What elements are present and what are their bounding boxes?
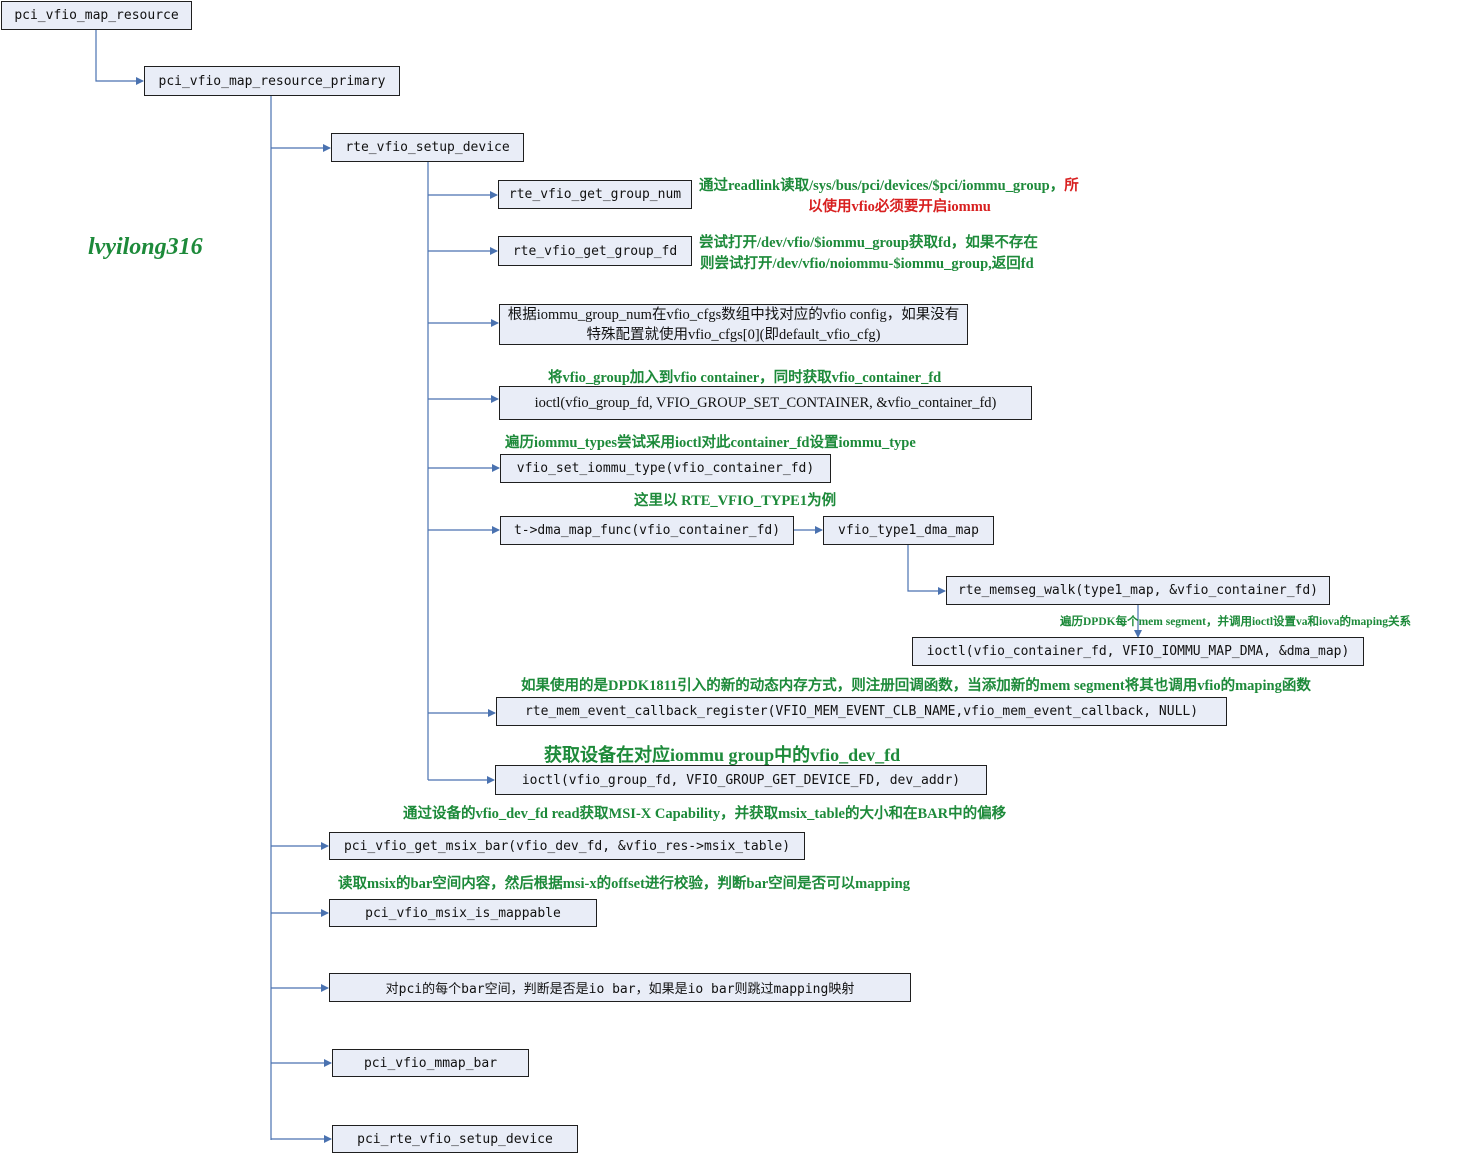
box-pci-rte-vfio-setup-device: pci_rte_vfio_setup_device	[332, 1125, 578, 1153]
note-group-fd-line1: 尝试打开/dev/vfio/$iommu_group获取fd，如果不存在	[699, 235, 1038, 251]
note-group-fd-line2: 则尝试打开/dev/vfio/noiommu-$iommu_group,返回fd	[700, 256, 1034, 272]
box-vfio-set-iommu-type: vfio_set_iommu_type(vfio_container_fd)	[500, 454, 831, 483]
box-ioctl-get-device-fd: ioctl(vfio_group_fd, VFIO_GROUP_GET_DEVI…	[495, 765, 987, 795]
box-pci-vfio-mmap-bar: pci_vfio_mmap_bar	[332, 1049, 529, 1077]
box-pci-vfio-msix-is-mappable: pci_vfio_msix_is_mappable	[329, 899, 597, 927]
box-ioctl-set-container: ioctl(vfio_group_fd, VFIO_GROUP_SET_CONT…	[499, 386, 1032, 420]
box-ioctl-iommu-map-dma: ioctl(vfio_container_fd, VFIO_IOMMU_MAP_…	[912, 637, 1364, 666]
note-group-num-line2: 以使用vfio必须要开启iommu	[808, 195, 991, 216]
note-mem-segment: 遍历DPDK每个mem segment，并调用ioctl设置va和iova的ma…	[1060, 616, 1412, 628]
note-group-num-line2-a: 以使用	[808, 199, 852, 215]
note-dynamic-memory: 如果使用的是DPDK1811引入的新的动态内存方式，则注册回调函数，当添加新的m…	[521, 678, 1311, 694]
note-type1-example: 这里以 RTE_VFIO_TYPE1为例	[634, 493, 837, 509]
note-msix-check: 读取msix的bar空间内容，然后根据msi-x的offset进行校验，判断ba…	[338, 876, 910, 892]
box-find-vfio-config: 根据iommu_group_num在vfio_cfgs数组中找对应的vfio c…	[499, 304, 968, 345]
note-group-num-line1: 通过readlink读取/sys/bus/pci/devices/$pci/io…	[699, 174, 1079, 195]
note-container: 将vfio_group加入到vfio container，同时获取vfio_co…	[548, 370, 942, 386]
box-vfio-type1-dma-map: vfio_type1_dma_map	[823, 516, 994, 545]
box-dma-map-func: t->dma_map_func(vfio_container_fd)	[500, 516, 794, 545]
box-rte-vfio-get-group-fd: rte_vfio_get_group_fd	[498, 236, 692, 266]
note-msix-capability: 通过设备的vfio_dev_fd read获取MSI-X Capability，…	[403, 806, 1007, 822]
note-group-num-line2-b: vfio必须要开启iommu	[851, 199, 991, 215]
note-iommu-types: 遍历iommu_types尝试采用ioctl对此container_fd设置io…	[505, 435, 916, 451]
note-group-num-text: 通过readlink读取/sys/bus/pci/devices/$pci/io…	[699, 178, 1065, 194]
box-pci-vfio-map-resource: pci_vfio_map_resource	[1, 1, 192, 30]
author-watermark: lvyilong316	[88, 234, 203, 260]
box-rte-vfio-setup-device: rte_vfio_setup_device	[331, 133, 524, 162]
box-pci-vfio-map-resource-primary: pci_vfio_map_resource_primary	[144, 66, 400, 96]
box-rte-mem-event-callback-register: rte_mem_event_callback_register(VFIO_MEM…	[496, 697, 1227, 726]
note-dev-fd: 获取设备在对应iommu group中的vfio_dev_fd	[544, 745, 901, 765]
box-rte-vfio-get-group-num: rte_vfio_get_group_num	[498, 180, 692, 209]
box-pci-vfio-get-msix-bar: pci_vfio_get_msix_bar(vfio_dev_fd, &vfio…	[329, 832, 805, 860]
note-group-num-red: 所	[1064, 178, 1079, 194]
box-rte-memseg-walk: rte_memseg_walk(type1_map, &vfio_contain…	[946, 576, 1330, 605]
box-io-bar-check: 对pci的每个bar空间，判断是否是io bar，如果是io bar则跳过map…	[329, 973, 911, 1002]
